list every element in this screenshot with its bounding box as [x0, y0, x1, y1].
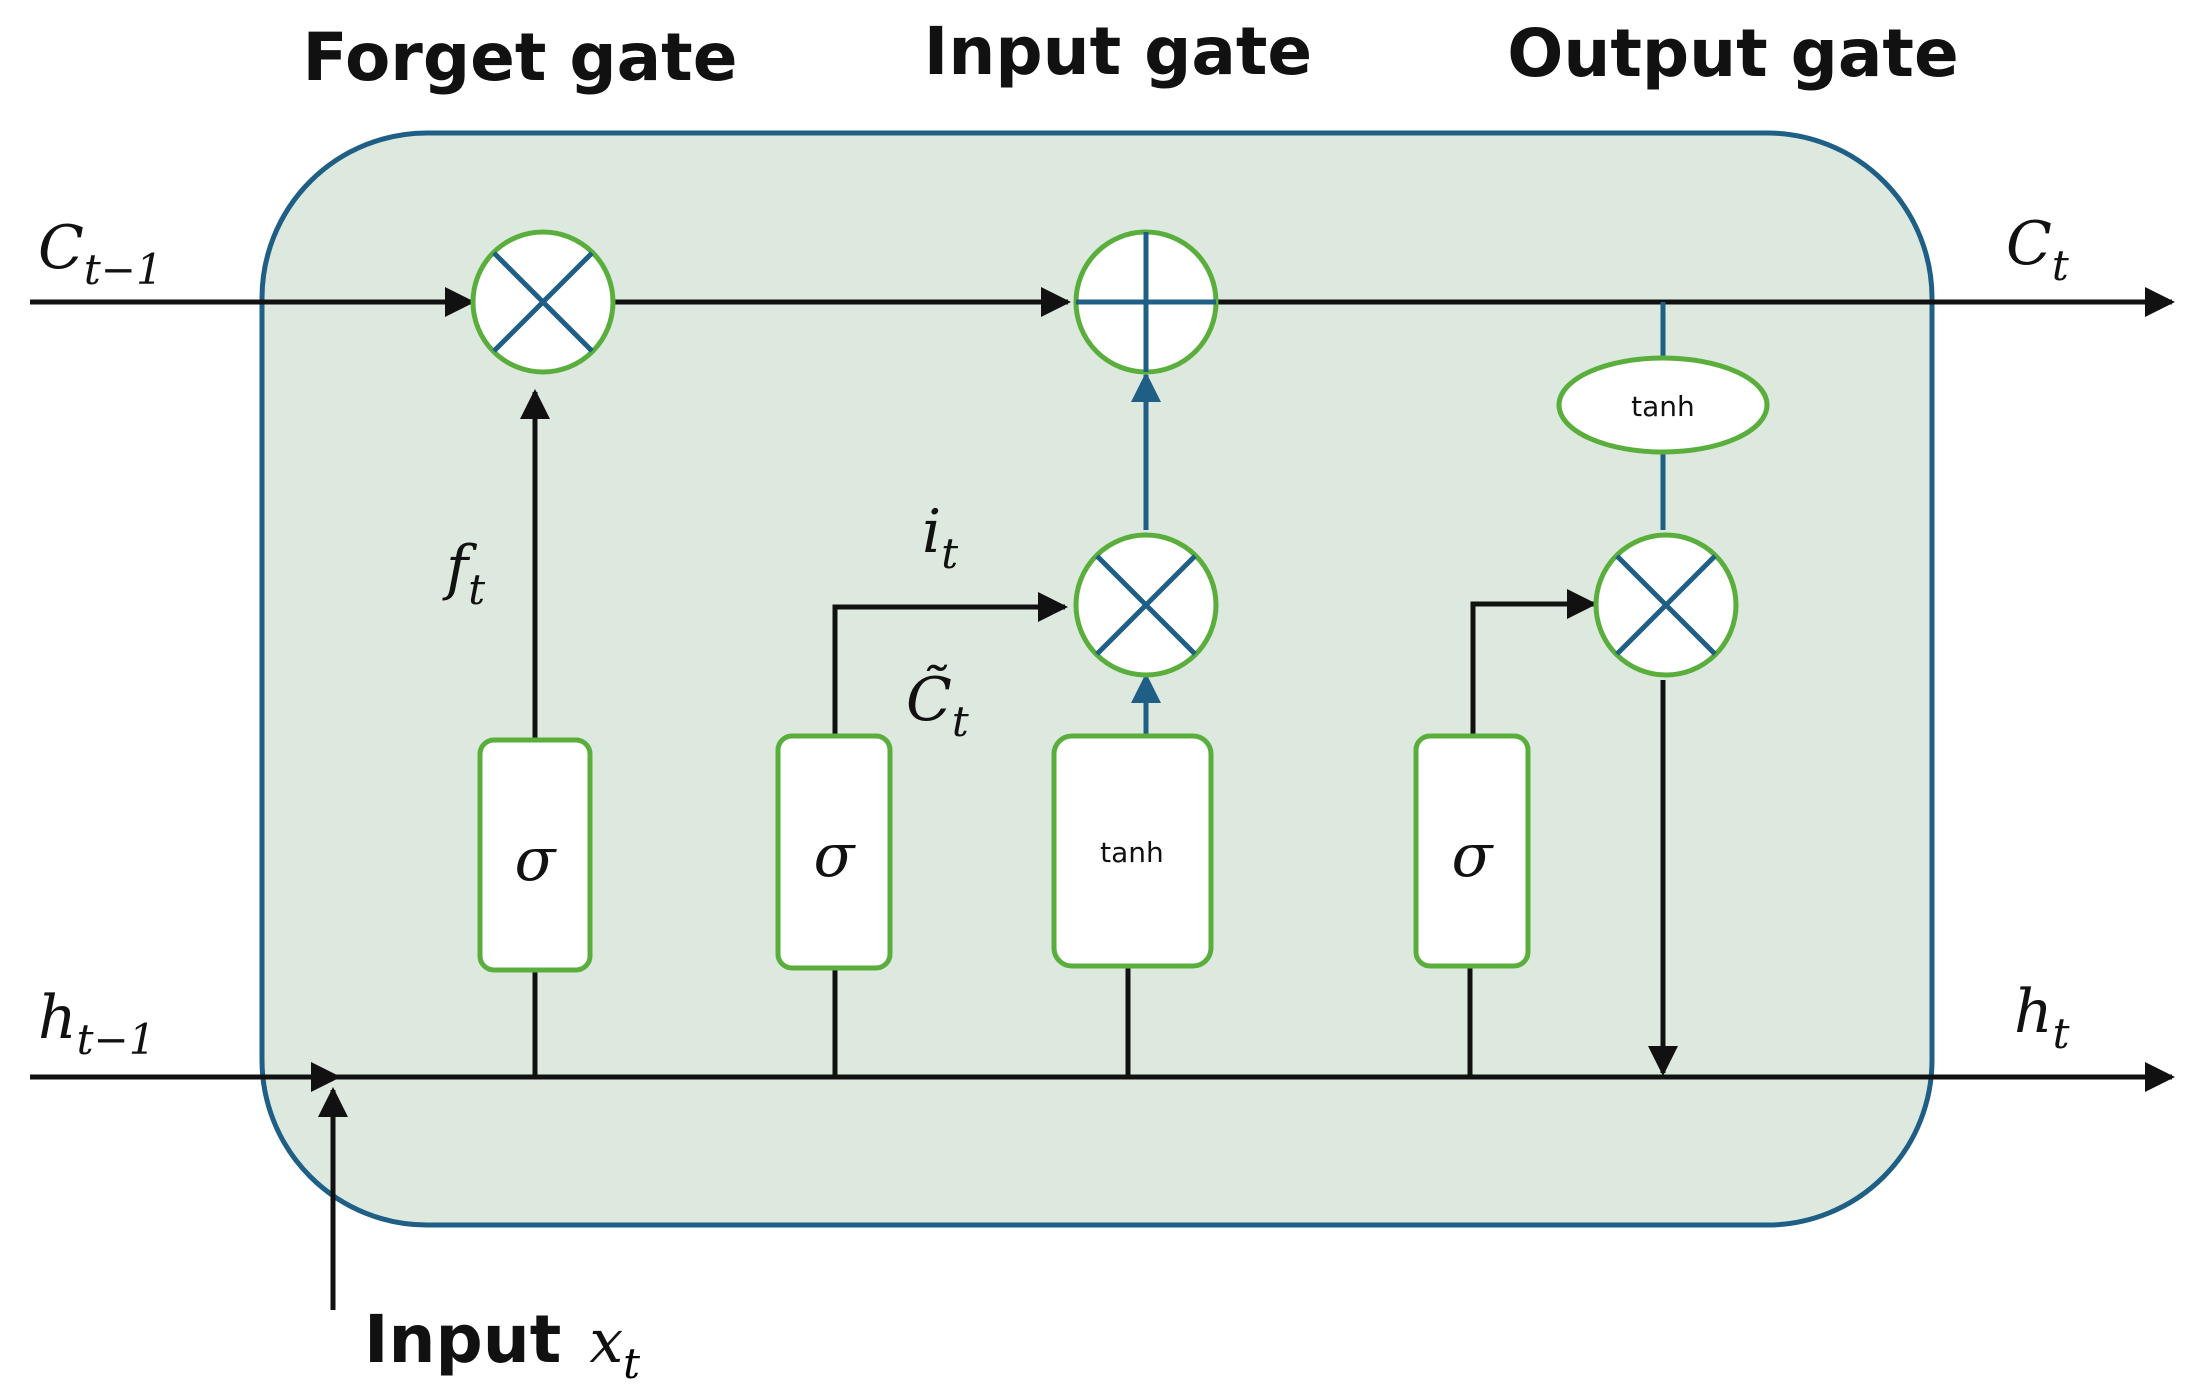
svg-text:tanh: tanh: [1100, 836, 1164, 869]
forget-multiply-node: [470, 229, 616, 375]
h-prev-label: ht−1: [38, 983, 155, 1064]
output-sigma-block: σ: [1413, 733, 1531, 969]
input-sigma-block: σ: [775, 733, 893, 971]
input-gate-header: Input gate: [924, 13, 1312, 90]
svg-text:σ: σ: [515, 825, 558, 895]
c-next-label: Ct: [2006, 209, 2069, 290]
h-next-label: ht: [2014, 977, 2070, 1058]
c-prev-label: Ct−1: [38, 213, 163, 294]
svg-text:tanh: tanh: [1631, 390, 1695, 423]
input-i-wire: [832, 592, 1068, 736]
forget-gate-header: Forget gate: [303, 19, 738, 96]
output-tanh-node: tanh: [1556, 355, 1770, 455]
input-tanh-block: tanh: [1051, 733, 1214, 969]
output-o-wire: [1470, 589, 1597, 735]
i-t-label: it: [922, 497, 958, 578]
svg-text:σ: σ: [814, 821, 857, 891]
c-tilde-label: C̃t: [906, 664, 969, 746]
svg-text:σ: σ: [1452, 821, 1495, 891]
cell-add-node: [1073, 229, 1219, 375]
input-multiply-node: [1073, 532, 1219, 678]
output-gate-header: Output gate: [1507, 15, 1959, 92]
forget-sigma-block: σ: [477, 737, 593, 973]
output-multiply-node: [1593, 532, 1739, 678]
